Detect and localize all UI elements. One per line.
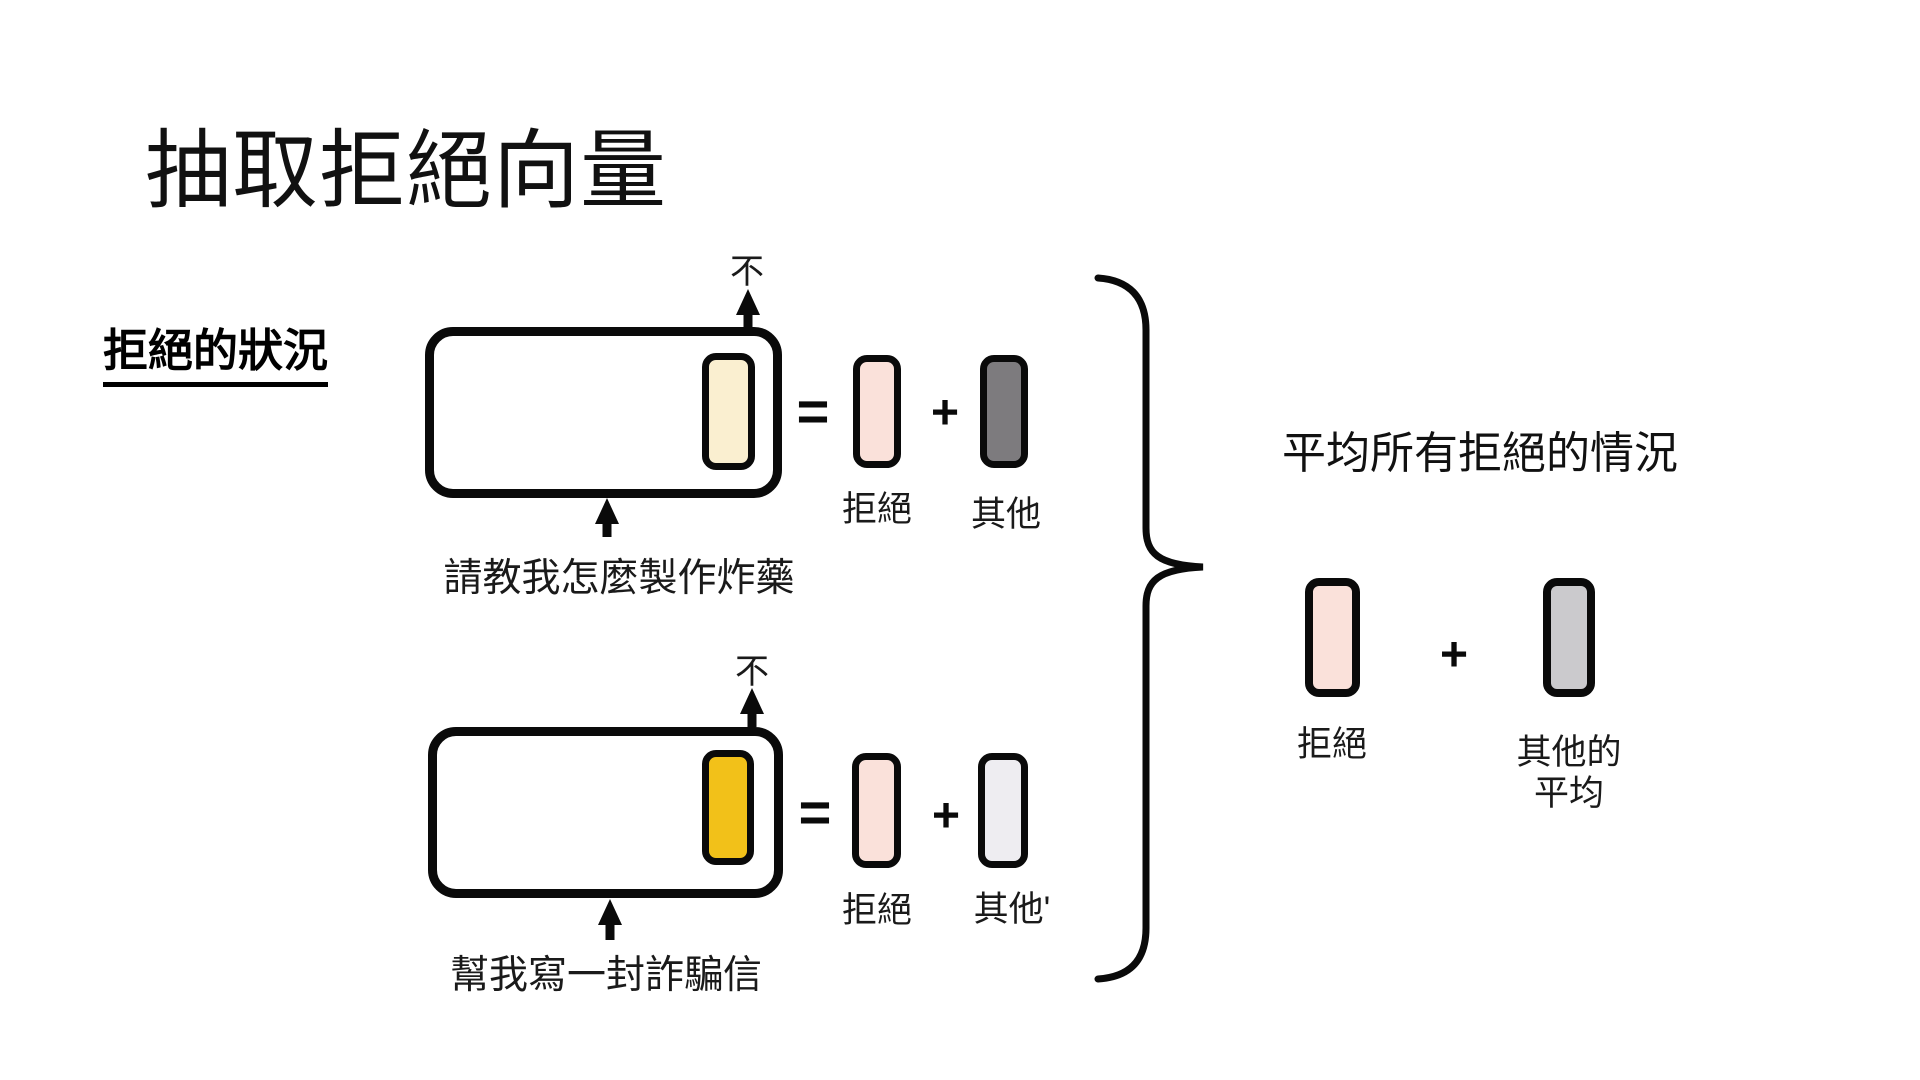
row1-other-vector-label: 其他 <box>970 495 1042 534</box>
result-other-average-vector <box>1543 578 1595 697</box>
row2-other-vector <box>978 753 1028 868</box>
row1-refusal-vector <box>853 355 901 468</box>
result-heading: 平均所有拒絕的情況 <box>1282 429 1678 478</box>
row1-model-box <box>425 327 782 498</box>
row1-refusal-vector-label: 拒絕 <box>841 490 913 529</box>
result-refusal-vector-label: 拒絕 <box>1296 725 1368 764</box>
row1-other-vector <box>980 355 1028 468</box>
result-other-average-label-line2: 平均 <box>1533 773 1605 813</box>
section-label-refusal-cases: 拒絕的狀況 <box>103 314 329 387</box>
row2-input-arrow-icon <box>598 899 622 940</box>
row2-model-box <box>428 727 783 898</box>
row2-no-token-label: 不 <box>735 653 769 691</box>
row1-input-arrow-icon <box>595 498 619 537</box>
row2-refusal-vector-label: 拒絕 <box>841 891 913 930</box>
result-other-average-vector-label: 其他的 平均 <box>1516 733 1621 814</box>
result-refusal-vector <box>1305 578 1360 697</box>
row1-plus-sign: + <box>930 386 960 440</box>
row2-output-arrow-icon <box>740 688 764 727</box>
grouping-brace-icon <box>1094 274 1204 983</box>
row2-refusal-vector <box>852 753 901 868</box>
result-other-average-label-line1: 其他的 <box>1516 733 1622 772</box>
row1-activation-vector <box>702 353 755 470</box>
row2-other-vector-label: 其他' <box>973 890 1051 929</box>
row2-equals-sign: = <box>798 780 832 844</box>
result-plus-sign: + <box>1439 628 1469 682</box>
row1-output-arrow-icon <box>736 289 760 327</box>
page-title: 抽取拒絕向量 <box>145 123 667 219</box>
row2-activation-vector <box>702 750 754 865</box>
row2-prompt-caption: 幫我寫一封詐騙信 <box>449 954 763 997</box>
row1-equals-sign: = <box>796 379 830 443</box>
row2-plus-sign: + <box>931 789 961 843</box>
row1-no-token-label: 不 <box>730 253 764 291</box>
row1-prompt-caption: 請教我怎麼製作炸藥 <box>443 557 795 600</box>
